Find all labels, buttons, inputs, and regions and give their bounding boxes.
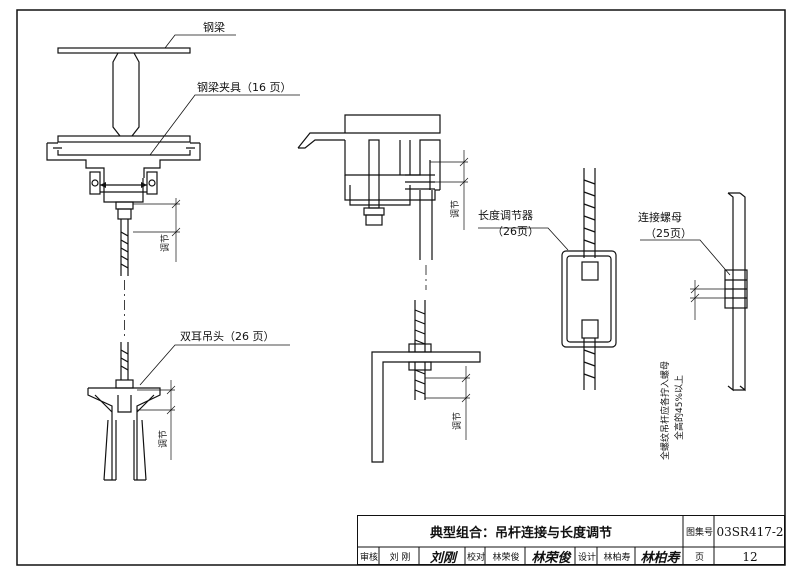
angle-bracket-figure: [297, 114, 481, 463]
checker-signature: 林荣俊: [531, 551, 571, 565]
thread-note-line2: 全高的45%以上: [675, 374, 685, 440]
reviewer-name: 刘 刚: [389, 553, 411, 563]
adjust-label-2: 调节: [159, 429, 169, 448]
length-adjuster-label: 长度调节器: [478, 209, 533, 222]
check-label: 校对: [466, 553, 485, 563]
page-label: 页: [694, 553, 704, 563]
review-label: 审核: [359, 553, 378, 563]
steel-beam-label: 钢梁: [203, 21, 225, 34]
adjust-label-4: 调节: [453, 411, 463, 430]
drawing-frame: [16, 9, 786, 566]
beam-clamp-label: 钢梁夹具（16 页）: [197, 81, 292, 94]
thread-note-line1: 全螺纹吊杆应各拧入螺母: [661, 360, 671, 460]
design-label: 设计: [577, 553, 596, 563]
title-block: 典型组合：吊杆连接与长度调节 图集号 03SR417-2 审核 刘 刚 刘刚 校…: [356, 514, 785, 565]
double-ear-hanger-figure: [87, 342, 290, 481]
adjust-label-3: 调节: [451, 199, 461, 218]
connecting-nut-page-label: （25页）: [645, 227, 692, 240]
steel-beam-figure: [46, 34, 300, 340]
length-adjuster-page-label: （26页）: [492, 225, 539, 238]
connecting-nut-label: 连接螺母: [638, 211, 682, 224]
double-ear-hanger-label: 双耳吊头（26 页）: [180, 330, 275, 343]
connecting-nut-figure: [640, 192, 748, 392]
designer-name: 林柏寿: [603, 553, 631, 563]
length-adjuster-figure: [478, 168, 617, 390]
atlas-no: 03SR417-2: [716, 524, 784, 539]
checker-name: 林荣俊: [492, 553, 520, 563]
designer-signature: 林柏寿: [640, 551, 680, 565]
page-number: 12: [742, 549, 758, 564]
title-block-grid: [356, 514, 785, 565]
adjust-label-1: 调节: [161, 233, 171, 252]
reviewer-signature: 刘刚: [429, 551, 456, 565]
atlas-no-label: 图集号: [685, 528, 713, 538]
drawing-title: 典型组合：吊杆连接与长度调节: [429, 526, 612, 541]
